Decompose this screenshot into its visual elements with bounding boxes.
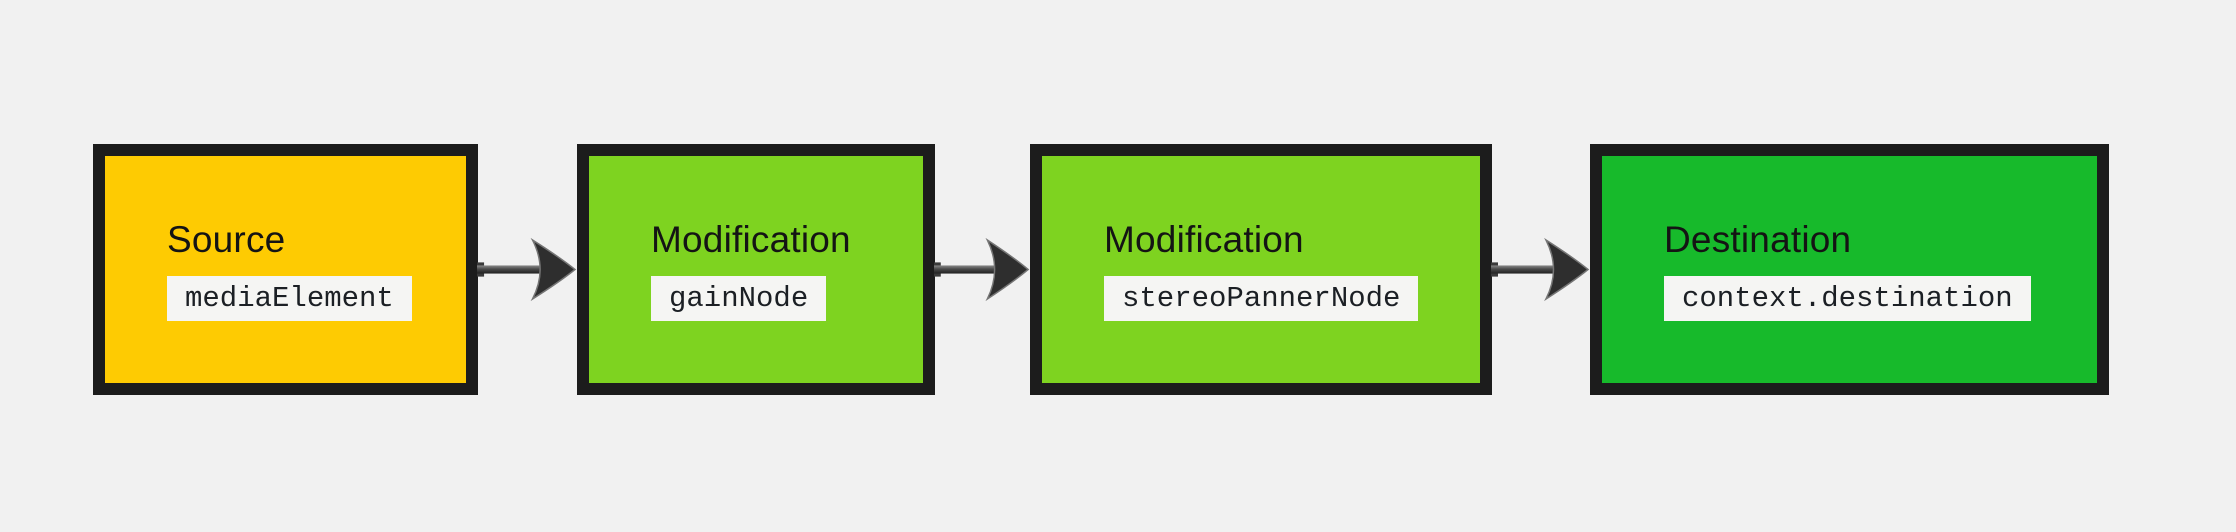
node-modification-panner: Modification stereoPannerNode	[1030, 144, 1492, 395]
node-code-chip: stereoPannerNode	[1104, 276, 1419, 322]
node-role-label: Modification	[1104, 218, 1304, 260]
node-role-label: Source	[167, 218, 286, 260]
node-code-chip: context.destination	[1664, 276, 2031, 322]
node-code-chip: mediaElement	[167, 276, 412, 322]
node-modification-gain: Modification gainNode	[577, 144, 935, 395]
node-source: Source mediaElement	[93, 144, 478, 395]
node-role-label: Modification	[651, 218, 851, 260]
node-destination: Destination context.destination	[1590, 144, 2109, 395]
node-role-label: Destination	[1664, 218, 1852, 260]
flow-arrow-icon	[934, 237, 1030, 302]
node-code-chip: gainNode	[651, 276, 827, 322]
flow-arrow-icon	[477, 237, 577, 302]
flow-arrow-icon	[1491, 237, 1590, 302]
